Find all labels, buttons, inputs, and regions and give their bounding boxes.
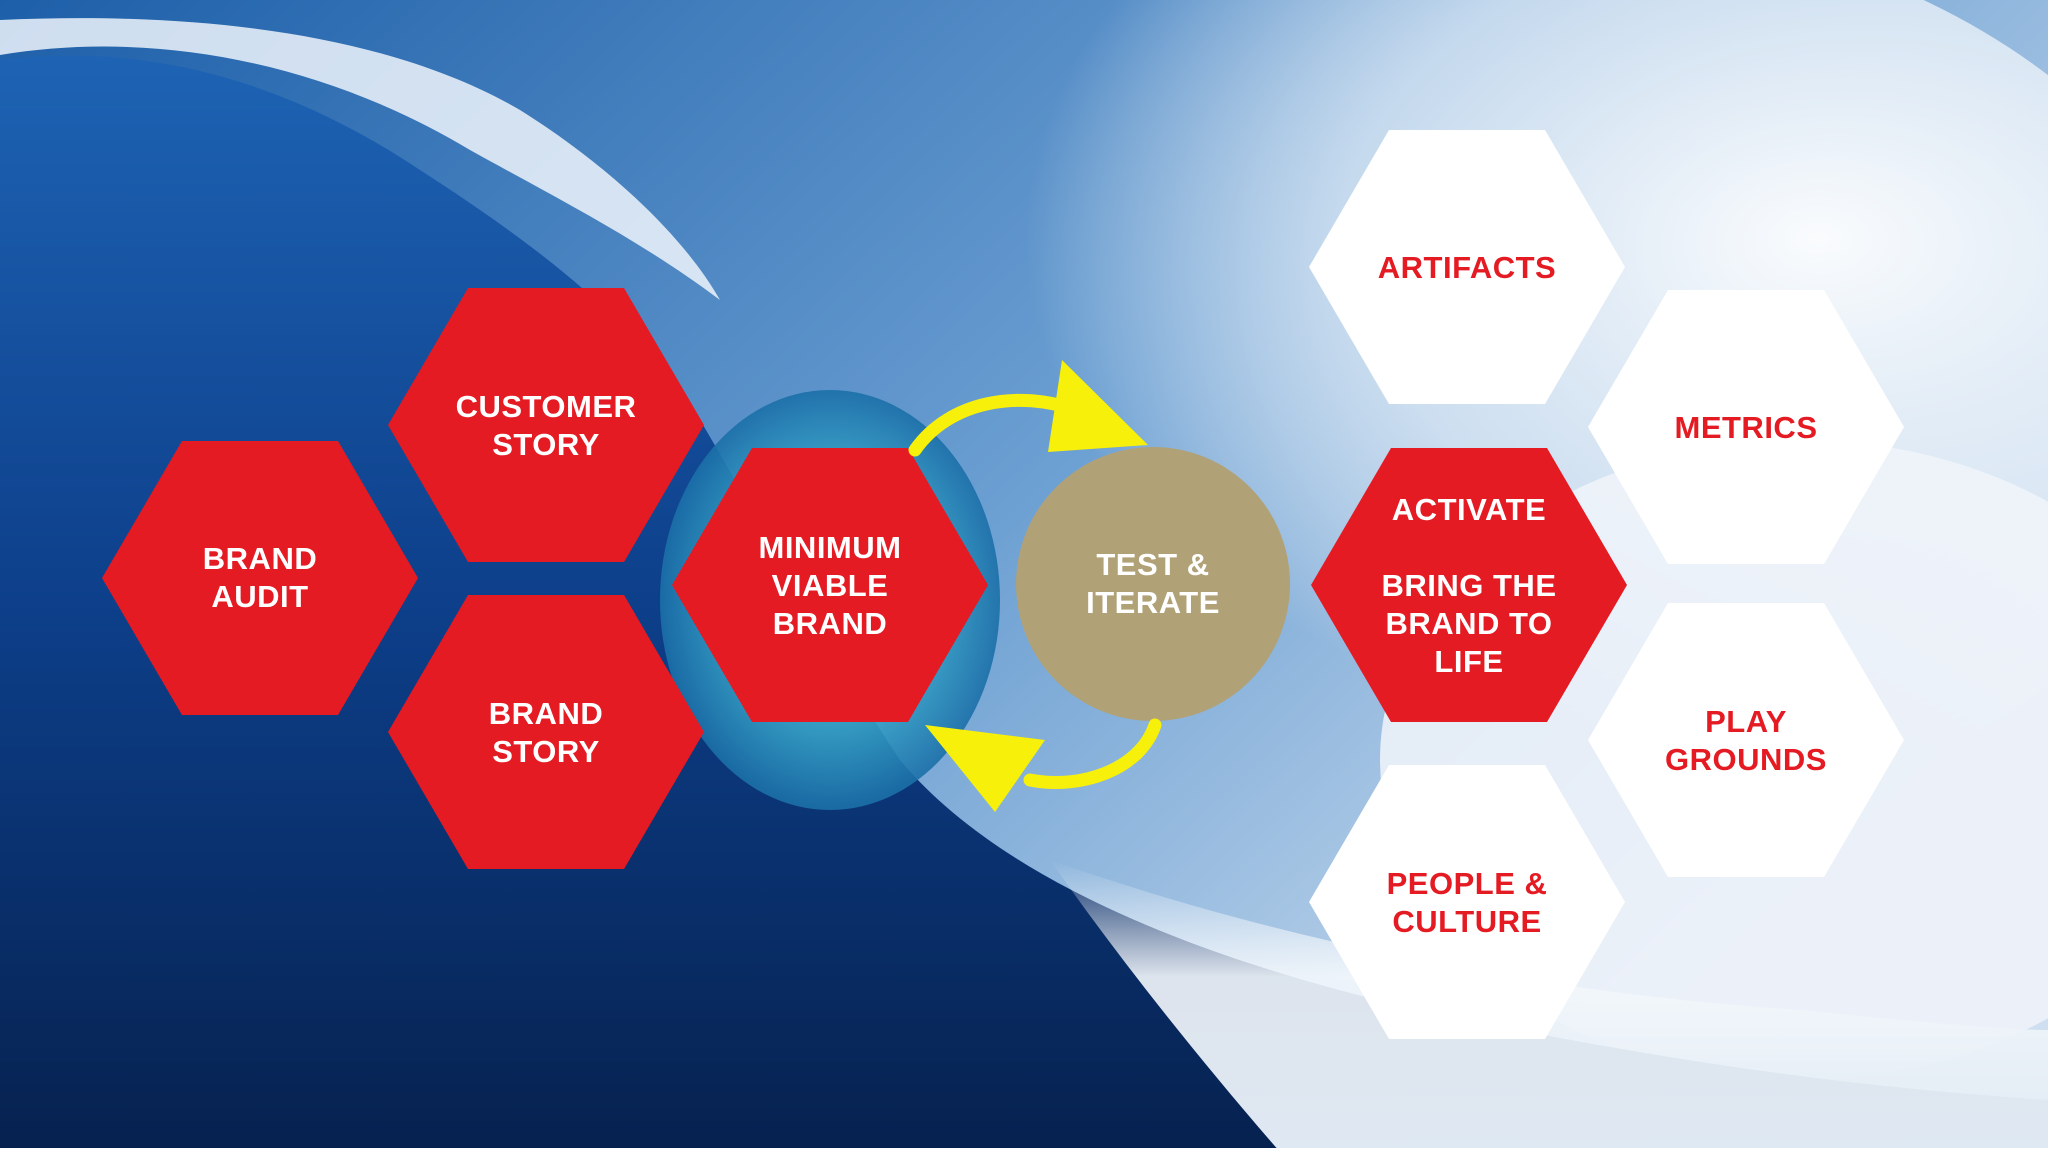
people-culture-hex xyxy=(1309,765,1625,1039)
activate-hex xyxy=(1311,448,1627,722)
cycle-arrow-top xyxy=(908,393,1082,457)
hexagon-group xyxy=(102,130,1904,1039)
brand-audit-hex xyxy=(102,441,418,715)
metrics-hex xyxy=(1588,290,1904,564)
cycle-arrow-top-head xyxy=(1048,360,1148,452)
artifacts-hex xyxy=(1309,130,1625,404)
brand-story-hex xyxy=(388,595,704,869)
cycle-arrow-bottom xyxy=(1023,718,1162,790)
customer-story-hex xyxy=(388,288,704,562)
test-iterate-circle xyxy=(1016,447,1290,721)
refresh-cycle-icon xyxy=(908,360,1162,812)
bottom-edge xyxy=(0,1148,2048,1152)
cycle-arrow-bottom-head xyxy=(925,725,1045,812)
play-grounds-hex xyxy=(1588,603,1904,877)
wave-crest xyxy=(0,18,720,300)
minimum-viable-brand-hex xyxy=(672,448,988,722)
